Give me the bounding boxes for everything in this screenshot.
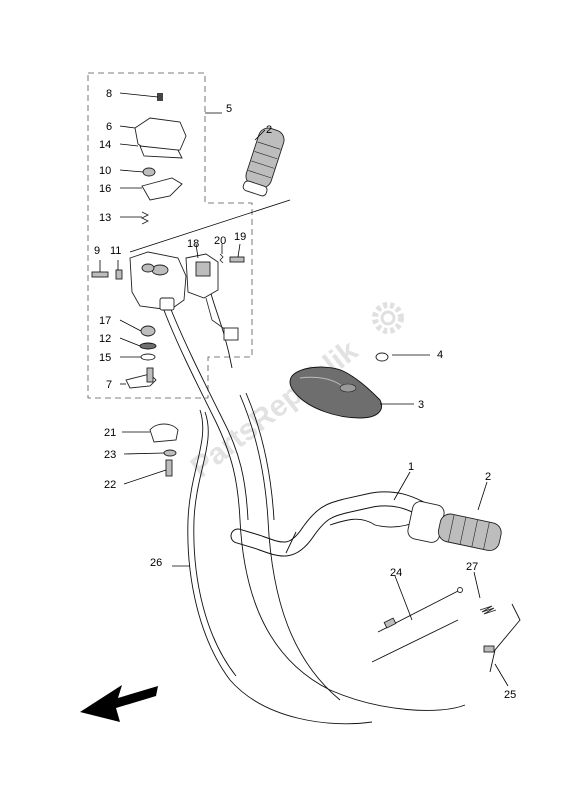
callout-23: 23 (104, 449, 116, 461)
callout-24: 24 (390, 567, 402, 579)
screw-11 (115, 269, 123, 280)
callout-5: 5 (226, 103, 232, 115)
callout-2: 2 (266, 124, 272, 136)
callout-14: 14 (99, 139, 111, 151)
spring (140, 211, 150, 225)
callout-25: 25 (504, 689, 516, 701)
switch-assembly-outline (87, 72, 253, 399)
cables (161, 289, 466, 725)
callout-27: 27 (466, 561, 478, 573)
callout-12: 12 (99, 333, 111, 345)
gear-icon (372, 302, 404, 334)
grip-right (407, 501, 502, 552)
callout-26: 26 (150, 557, 162, 569)
grip-upper (242, 127, 285, 197)
callout-labels: 1 2 2 3 4 5 6 7 8 9 10 11 12 13 14 15 16… (94, 88, 516, 701)
throttle-cable (371, 587, 463, 663)
callout-19: 19 (234, 231, 246, 243)
callout-3: 3 (418, 399, 424, 411)
callout-2: 2 (485, 471, 491, 483)
callout-7: 7 (106, 379, 112, 391)
screw-9 (91, 271, 109, 278)
washer-23 (163, 449, 177, 457)
callout-16: 16 (99, 183, 111, 195)
brake-cable (483, 603, 521, 673)
callout-13: 13 (99, 212, 111, 224)
callout-6: 6 (106, 121, 112, 133)
washer-15 (140, 353, 156, 361)
handlebar (230, 491, 428, 557)
clamp (149, 423, 179, 443)
callout-8: 8 (106, 88, 112, 100)
lever-post (146, 367, 154, 383)
clip (375, 352, 389, 362)
callout-18: 18 (187, 238, 199, 250)
screw-19 (229, 256, 245, 263)
callout-1: 1 (408, 461, 414, 473)
callout-10: 10 (99, 165, 111, 177)
callout-15: 15 (99, 352, 111, 364)
switch-housing (129, 251, 187, 311)
spring-20 (219, 253, 224, 264)
callout-17: 17 (99, 315, 111, 327)
nut (142, 167, 156, 177)
cable-boot (479, 605, 497, 615)
kill-switch (185, 253, 239, 341)
leader-lines (99, 92, 509, 687)
bracket (141, 177, 183, 201)
direction-arrow-icon (80, 685, 158, 722)
handlebar-pad (289, 366, 382, 419)
callout-20: 20 (214, 235, 226, 247)
washer-12 (139, 342, 157, 350)
callout-21: 21 (104, 427, 116, 439)
washer-17 (140, 325, 156, 337)
callout-9: 9 (94, 245, 100, 257)
switch-cover (134, 93, 187, 159)
callout-11: 11 (110, 245, 121, 257)
bolt-22 (165, 459, 173, 477)
callout-4: 4 (437, 349, 443, 361)
callout-22: 22 (104, 479, 116, 491)
